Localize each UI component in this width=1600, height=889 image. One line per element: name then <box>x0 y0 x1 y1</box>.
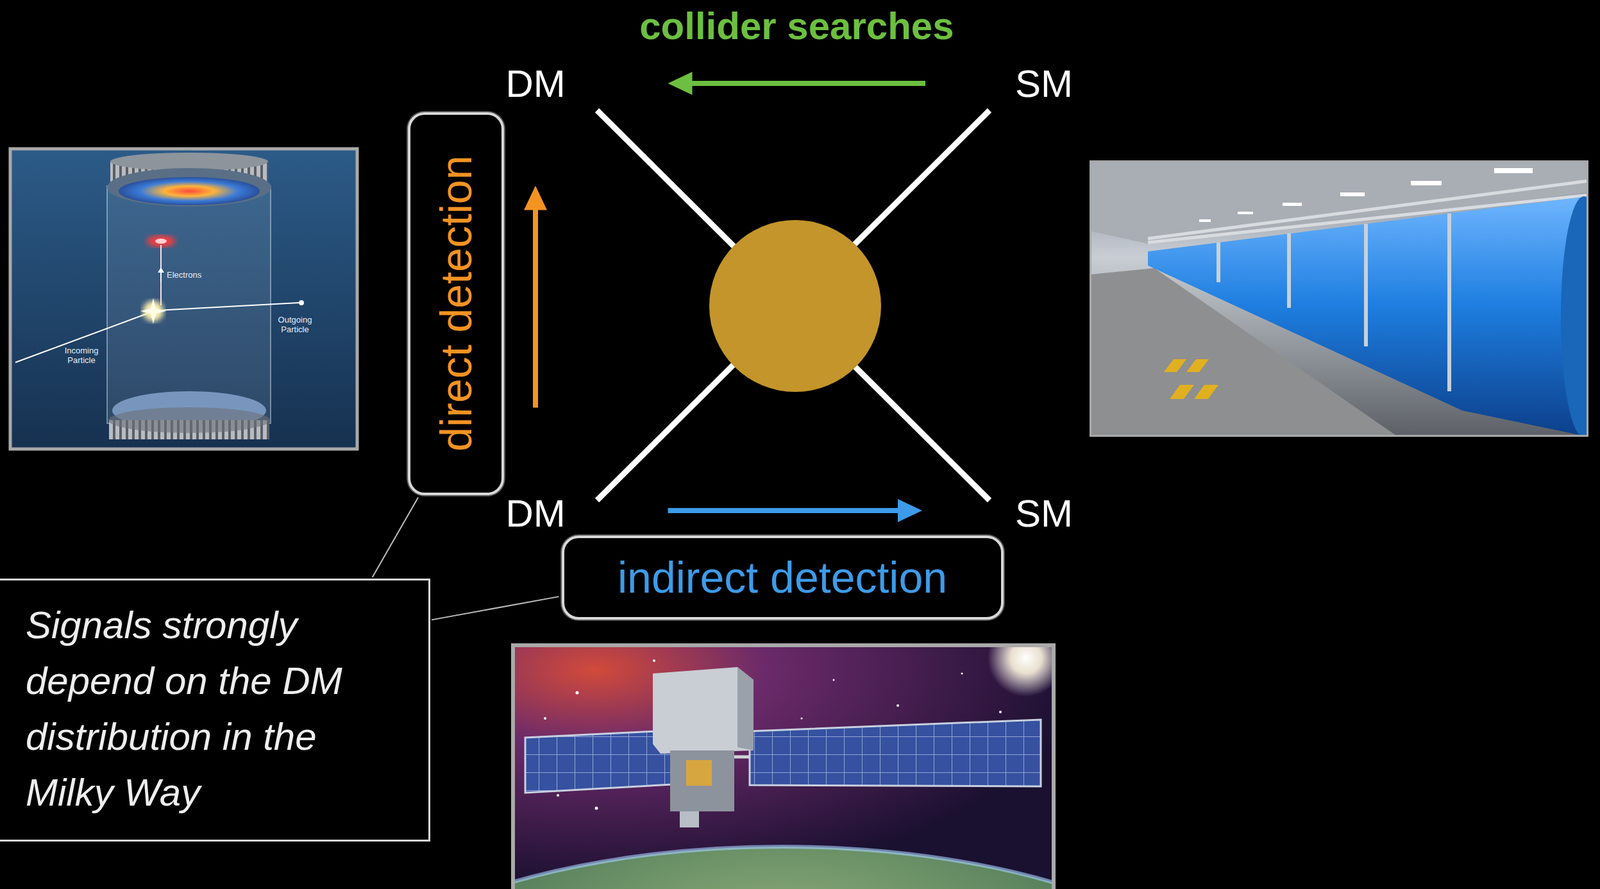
particle-name: SM <box>1015 491 1073 536</box>
picture-label: Incoming Particle <box>58 346 104 366</box>
feynman-vertex <box>597 110 990 501</box>
satellite-part <box>686 759 712 786</box>
leader-line-line <box>431 596 560 620</box>
search-arrow-head <box>523 185 548 211</box>
search-arrow <box>668 498 923 523</box>
particle-label: SM <box>1008 58 1080 110</box>
electron-track <box>160 244 162 306</box>
small-arrow <box>157 267 165 273</box>
particle-dot <box>298 300 304 306</box>
particle-name: SM <box>1015 61 1073 106</box>
picture-label: Outgoing Particle <box>272 315 318 335</box>
leader-line <box>372 497 419 578</box>
satellite-base <box>670 750 735 812</box>
detector-picture <box>10 148 358 449</box>
leader-line <box>431 596 560 620</box>
earth <box>513 846 1054 889</box>
method-box: indirect detection <box>561 535 1004 620</box>
light-flash <box>155 238 167 244</box>
picture-frame <box>513 645 1054 889</box>
detector-cap <box>110 152 269 171</box>
sun <box>987 645 1054 697</box>
search-arrow-line <box>668 507 902 514</box>
note-box: Signals strongly depend on the DM distri… <box>0 578 431 842</box>
picture-frame <box>10 148 358 449</box>
picture-frame <box>1089 160 1589 437</box>
satellite-body <box>652 666 754 754</box>
solar-panel <box>749 719 1041 787</box>
collider-picture <box>1089 160 1589 437</box>
particle-track <box>157 302 299 311</box>
search-arrow-head <box>668 71 693 95</box>
sensor-array <box>118 176 260 206</box>
magnet-end <box>1560 196 1589 437</box>
search-arrow-line <box>532 207 539 408</box>
search-arrow-line <box>690 80 927 86</box>
leg-line <box>597 110 990 501</box>
particle-name: DM <box>505 491 566 536</box>
search-arrow <box>523 185 548 408</box>
particle-name: DM <box>505 61 566 106</box>
method-name: indirect detection <box>617 552 948 603</box>
leader-line-line <box>372 497 419 578</box>
tunnel-wall <box>1089 160 1589 437</box>
satellite-picture <box>294 619 1270 889</box>
method-box: direct detection <box>407 112 505 496</box>
note-text: Signals strongly depend on the DM distri… <box>25 597 390 821</box>
hazard-stripes <box>1163 359 1219 399</box>
detector-cap <box>107 168 272 207</box>
detector-cap <box>108 407 270 433</box>
interaction-blob <box>709 219 882 392</box>
atmosphere <box>513 846 1054 889</box>
search-arrow-head <box>897 498 923 523</box>
satellite-part <box>679 811 699 828</box>
magnet-joints <box>1218 213 1450 392</box>
picture-label: Electrons <box>166 270 202 281</box>
satellite-body <box>737 666 754 751</box>
method-name: direct detection <box>430 155 481 452</box>
scatter-flash <box>140 298 167 324</box>
particle-label: DM <box>499 58 573 110</box>
method-name: collider searches <box>639 3 954 49</box>
search-arrow <box>668 71 927 95</box>
magnet <box>1147 196 1589 437</box>
particle-label: DM <box>499 488 573 539</box>
detector-vessel <box>107 185 271 424</box>
particle-label: SM <box>1008 488 1080 539</box>
leg-line <box>597 110 990 501</box>
